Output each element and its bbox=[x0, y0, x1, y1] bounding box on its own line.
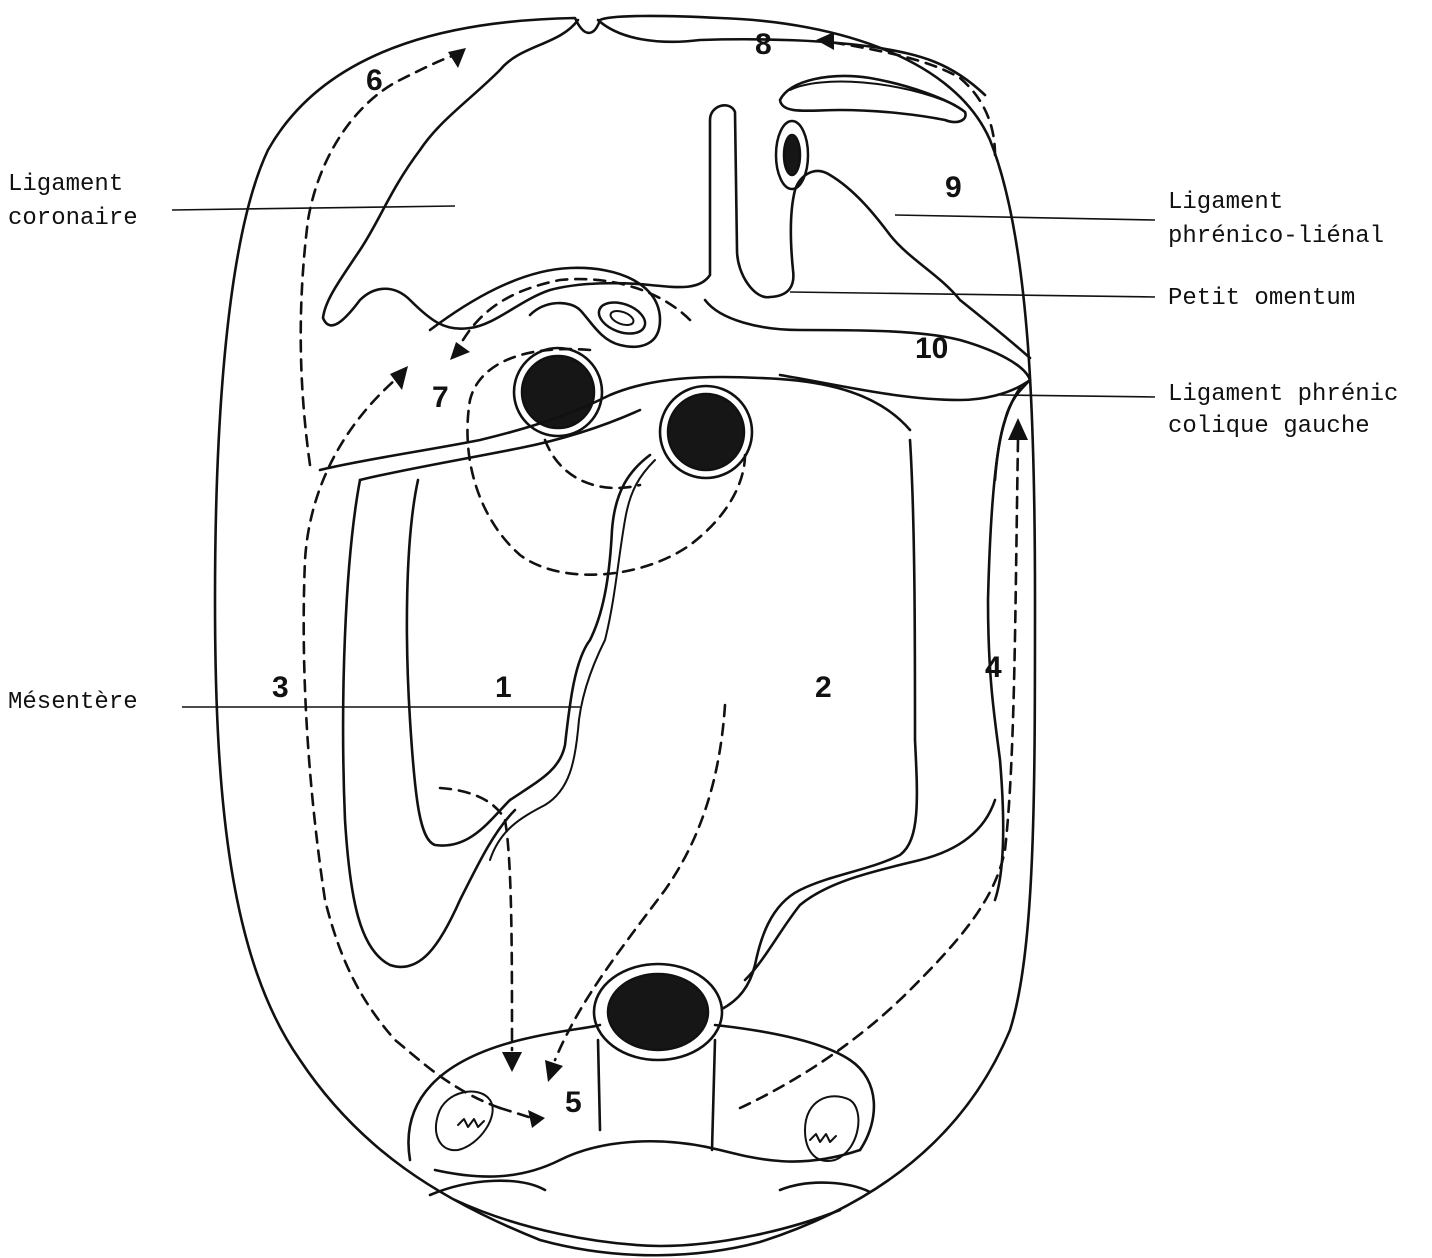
label-mesentere: Mésentère bbox=[8, 689, 138, 716]
label-petit-omentum: Petit omentum bbox=[1168, 285, 1355, 312]
region-5: 5 bbox=[565, 1086, 582, 1119]
left-ovary-fimbria bbox=[458, 1119, 484, 1127]
label-ligament-phrenico-lienal-2: phrénico-liénal bbox=[1168, 223, 1384, 250]
leader-ligament-coronaire bbox=[172, 206, 455, 210]
flow-path-3-tail bbox=[500, 1108, 532, 1118]
pelvic-floor bbox=[455, 1200, 840, 1246]
transverse-mesocolon bbox=[320, 377, 910, 470]
label-ligament-phrenico-colique-1: Ligament phrénic bbox=[1168, 381, 1398, 408]
region-10: 10 bbox=[915, 332, 948, 365]
flow-arrow-from-1 bbox=[502, 1052, 522, 1072]
right-paracolic-gutter bbox=[343, 480, 515, 967]
transverse-mesocolon-lower bbox=[360, 410, 640, 480]
label-ligament-phrenico-colique-2: colique gauche bbox=[1168, 413, 1370, 440]
sigmoid-mesentery bbox=[745, 800, 995, 980]
vessel-upper-lumen bbox=[784, 135, 800, 175]
colon-transverse-lumen bbox=[668, 394, 744, 470]
label-ligament-phrenico-lienal-1: Ligament bbox=[1168, 189, 1283, 216]
region-2: 2 bbox=[815, 671, 832, 704]
flow-arrow-8 bbox=[816, 32, 834, 50]
region-3: 3 bbox=[272, 671, 289, 704]
flow-arrow-3-bottom bbox=[528, 1110, 545, 1128]
region-8: 8 bbox=[755, 28, 772, 61]
bladder-outline bbox=[430, 1181, 870, 1195]
phrenico-colic-ligament bbox=[988, 380, 1030, 900]
abdominal-wall-outline bbox=[215, 16, 1035, 1255]
sigmoid-lumen bbox=[608, 974, 708, 1050]
leader-ligament-phrenico-lienal bbox=[895, 215, 1155, 220]
bile-duct-lumen bbox=[609, 308, 636, 327]
region-7: 7 bbox=[432, 381, 449, 414]
region-4: 4 bbox=[985, 651, 1002, 684]
flow-arrow-6 bbox=[448, 48, 466, 68]
flow-arrow-7-upper bbox=[450, 342, 470, 360]
pelvis-inner-rim bbox=[435, 1141, 860, 1176]
liver-top-edge bbox=[598, 20, 985, 95]
right-tube bbox=[805, 1096, 858, 1161]
label-ligament-coronaire-2: coronaire bbox=[8, 205, 138, 232]
infracolic-space-left bbox=[720, 440, 917, 1010]
right-ovary-fimbria bbox=[810, 1134, 836, 1142]
hepatoduodenal-fold bbox=[430, 268, 660, 347]
flow-path-4 bbox=[740, 440, 1018, 1108]
region-1: 1 bbox=[495, 671, 512, 704]
leader-petit-omentum bbox=[790, 292, 1155, 297]
flow-arrow-3-top bbox=[390, 366, 408, 390]
flow-arrow-from-2 bbox=[545, 1060, 563, 1082]
stomach-outline bbox=[705, 300, 1030, 400]
bile-duct-ring bbox=[595, 297, 650, 340]
flow-path-8 bbox=[830, 42, 995, 155]
leader-ligament-phrenico-colique bbox=[1000, 395, 1155, 397]
region-9: 9 bbox=[945, 171, 962, 204]
region-6: 6 bbox=[366, 64, 383, 97]
mesentery-root bbox=[490, 460, 655, 860]
flow-path-3 bbox=[304, 380, 500, 1108]
label-ligament-coronaire-1: Ligament bbox=[8, 171, 123, 198]
flow-arrow-4 bbox=[1008, 418, 1028, 440]
